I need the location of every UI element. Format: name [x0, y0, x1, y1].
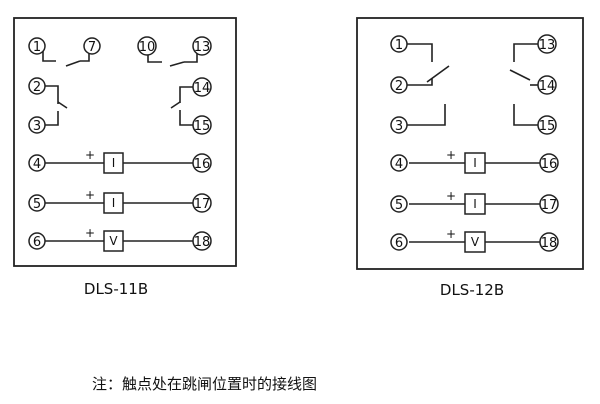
svg-text:5: 5: [395, 198, 403, 213]
terminal-15: 15: [537, 115, 557, 135]
terminal-1: 1: [390, 35, 408, 53]
svg-text:2: 2: [33, 80, 41, 95]
terminal-13: 13: [537, 34, 557, 54]
svg-text:4: 4: [395, 157, 403, 172]
svg-text:17: 17: [541, 198, 558, 213]
svg-text:14: 14: [194, 81, 211, 96]
terminal-4: 4: [390, 154, 408, 172]
svg-text:15: 15: [194, 119, 211, 134]
terminal-1: 1: [28, 37, 46, 55]
terminal-5: 5: [390, 195, 408, 213]
svg-text:+: +: [85, 148, 95, 162]
svg-text:4: 4: [33, 157, 41, 172]
coil-current-2: + I: [85, 188, 124, 214]
terminal-3: 3: [390, 116, 408, 134]
svg-text:5: 5: [33, 197, 41, 212]
svg-text:17: 17: [194, 197, 211, 212]
footnote: 注：触点处在跳闸位置时的接线图: [92, 375, 317, 393]
terminal-6: 6: [390, 233, 408, 251]
svg-text:3: 3: [33, 119, 41, 134]
svg-text:I: I: [112, 156, 116, 170]
terminal-18: 18: [539, 232, 559, 252]
coil-current-2: + I: [446, 189, 486, 215]
svg-text:+: +: [85, 226, 95, 240]
svg-text:3: 3: [395, 119, 403, 134]
svg-text:6: 6: [395, 236, 403, 251]
diagram-caption: DLS-12B: [440, 281, 504, 299]
svg-text:+: +: [446, 189, 456, 203]
terminal-15: 15: [192, 115, 212, 135]
coil-current-1: + I: [85, 148, 124, 174]
coil-current-1: + I: [446, 148, 486, 174]
svg-text:10: 10: [139, 40, 156, 55]
terminal-2: 2: [390, 76, 408, 94]
terminal-13: 13: [192, 36, 212, 56]
svg-text:I: I: [473, 197, 477, 211]
terminal-18: 18: [192, 231, 212, 251]
svg-text:15: 15: [539, 119, 556, 134]
svg-text:16: 16: [194, 157, 211, 172]
svg-text:13: 13: [539, 38, 556, 53]
terminal-17: 17: [192, 193, 212, 213]
svg-text:1: 1: [395, 38, 403, 53]
terminal-2: 2: [28, 77, 46, 95]
dls-12b-frame: [356, 17, 584, 270]
terminal-16: 16: [192, 153, 212, 173]
svg-text:+: +: [446, 227, 456, 241]
svg-text:1: 1: [33, 40, 41, 55]
terminal-17: 17: [539, 194, 559, 214]
terminal-14: 14: [192, 77, 212, 97]
coil-voltage: + V: [446, 227, 486, 253]
terminal-6: 6: [28, 232, 46, 250]
dls-11b-frame: [13, 17, 237, 267]
svg-text:13: 13: [194, 40, 211, 55]
svg-text:6: 6: [33, 235, 41, 250]
coil-voltage: + V: [85, 226, 124, 252]
svg-text:18: 18: [541, 236, 558, 251]
svg-text:I: I: [112, 196, 116, 210]
svg-text:14: 14: [539, 79, 556, 94]
terminal-5: 5: [28, 194, 46, 212]
terminal-10: 10: [137, 36, 157, 56]
svg-text:+: +: [446, 148, 456, 162]
svg-text:I: I: [473, 156, 477, 170]
svg-text:16: 16: [541, 157, 558, 172]
svg-text:2: 2: [395, 79, 403, 94]
terminal-3: 3: [28, 116, 46, 134]
diagram-caption: DLS-11B: [84, 280, 148, 298]
terminal-14: 14: [537, 75, 557, 95]
terminal-4: 4: [28, 154, 46, 172]
svg-text:7: 7: [88, 40, 96, 55]
svg-text:V: V: [109, 234, 118, 248]
terminal-7: 7: [83, 37, 101, 55]
terminal-16: 16: [539, 153, 559, 173]
svg-text:+: +: [85, 188, 95, 202]
svg-text:18: 18: [194, 235, 211, 250]
svg-text:V: V: [471, 235, 480, 249]
